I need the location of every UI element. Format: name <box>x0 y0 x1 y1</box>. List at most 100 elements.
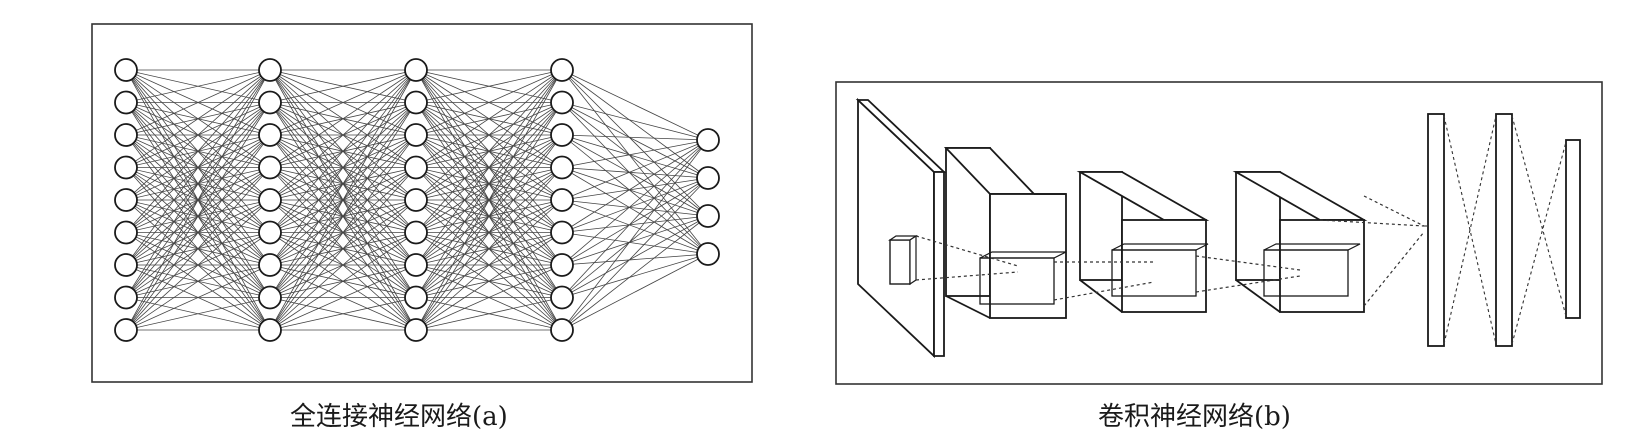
fc-bar-3 <box>1565 139 1581 319</box>
feature-map-cube-2 <box>1076 171 1210 313</box>
fc-connection <box>269 69 417 266</box>
fc-neuron-layer-4 <box>550 58 574 82</box>
fc-neuron-layer-1 <box>114 285 138 310</box>
fc-connection <box>415 297 563 331</box>
fc-connection <box>125 297 271 331</box>
fc-neuron-layer-2 <box>258 253 282 277</box>
fc-connection <box>269 199 417 331</box>
fc-connection <box>561 102 709 217</box>
fc-neuron-layer-4 <box>550 123 574 147</box>
fc-neuron-layer-1 <box>114 58 138 82</box>
fc-connection <box>269 69 417 103</box>
fc-bar-2 <box>1495 113 1513 347</box>
fc-connection <box>561 139 709 201</box>
fc-connection <box>561 215 709 331</box>
fc-neuron-layer-3 <box>404 253 428 277</box>
fc-connection <box>125 134 271 331</box>
fc-connection <box>561 177 709 331</box>
fc-connection <box>415 69 563 201</box>
fc-neuron-layer-5 <box>696 242 720 266</box>
fc-neuron-layer-5 <box>696 204 720 228</box>
fc-connection <box>125 264 271 331</box>
fc-neuron-layer-2 <box>258 285 282 310</box>
fc-connection <box>561 253 709 298</box>
fc-connection <box>125 69 271 201</box>
fc-connection <box>125 102 271 331</box>
fc-connection <box>561 139 709 168</box>
fc-connection <box>125 69 271 298</box>
fc-connection <box>561 177 709 201</box>
fc-connection <box>269 69 417 201</box>
fc-neuron-layer-5 <box>696 128 720 152</box>
fc-neuron-layer-2 <box>258 90 282 115</box>
fc-connection <box>415 69 563 298</box>
fc-neuron-layer-4 <box>550 318 574 342</box>
fc-neuron-layer-1 <box>114 188 138 212</box>
fc-connection <box>269 167 417 331</box>
fc-connection <box>125 69 271 266</box>
panel-a-frame <box>91 23 753 383</box>
fc-connection <box>561 134 709 141</box>
fc-connection <box>269 102 417 331</box>
fc-neuron-layer-1 <box>114 220 138 245</box>
fc-neuron-layer-2 <box>258 188 282 212</box>
fc-connection <box>415 264 563 331</box>
fc-connection <box>269 232 417 331</box>
fc-connection <box>269 134 417 331</box>
fc-layer-bars <box>1424 113 1581 347</box>
fc-connection <box>269 69 417 298</box>
fc-connection <box>269 69 417 331</box>
fc-connection <box>269 69 417 136</box>
fc-connection <box>415 69 563 331</box>
fc-neuron-layer-1 <box>114 123 138 147</box>
fc-neuron-layer-4 <box>550 155 574 180</box>
fc-connection <box>561 167 709 255</box>
fc-connection <box>125 69 271 331</box>
fc-connection <box>415 134 563 331</box>
fc-connection <box>561 177 709 298</box>
panel-b-frame <box>835 81 1603 385</box>
fc-neuron-layer-4 <box>550 220 574 245</box>
fc-connection <box>561 215 709 266</box>
fc-neuron-layer-3 <box>404 318 428 342</box>
fc-neuron-layer-2 <box>258 123 282 147</box>
fc-connection <box>561 102 709 141</box>
fc-bar-1 <box>1427 113 1445 347</box>
fc-connection <box>415 69 563 233</box>
feature-map-cube-3 <box>1232 171 1368 313</box>
fc-connection <box>561 69 709 217</box>
fc-connection <box>125 199 271 331</box>
fc-neuron-layer-1 <box>114 253 138 277</box>
fc-connection <box>561 134 709 217</box>
fc-connection <box>415 102 563 331</box>
caption-fully-connected: 全连接神经网络(a) <box>290 402 508 432</box>
fc-connection <box>561 134 709 179</box>
fc-connection <box>561 139 709 298</box>
input-image-plane <box>855 97 947 359</box>
fc-connection <box>561 69 709 141</box>
fc-connection <box>125 69 271 136</box>
fc-neuron-layer-3 <box>404 285 428 310</box>
fc-connection <box>561 253 709 331</box>
conv-projection-lines <box>915 195 1425 307</box>
fc-connection <box>125 167 271 331</box>
feature-map-cube-1 <box>943 147 1067 319</box>
fc-neuron-layer-3 <box>404 155 428 180</box>
fc-neuron-layer-2 <box>258 58 282 82</box>
fc-neuron-layer-3 <box>404 58 428 82</box>
fc-connection <box>561 102 709 255</box>
fc-connection <box>269 69 417 233</box>
fc-neuron-layer-4 <box>550 253 574 277</box>
fc-connection <box>561 253 709 266</box>
convolutional-network-diagram <box>835 81 1603 385</box>
fc-neuron-layer-2 <box>258 220 282 245</box>
fc-connection <box>561 139 709 331</box>
fc-connection <box>415 199 563 331</box>
fc-connection <box>561 177 709 233</box>
fc-connection <box>561 167 709 217</box>
fc-connection <box>561 215 709 298</box>
fc-connection <box>415 232 563 331</box>
fc-neuron-layer-3 <box>404 220 428 245</box>
fc-neuron-layer-4 <box>550 90 574 115</box>
